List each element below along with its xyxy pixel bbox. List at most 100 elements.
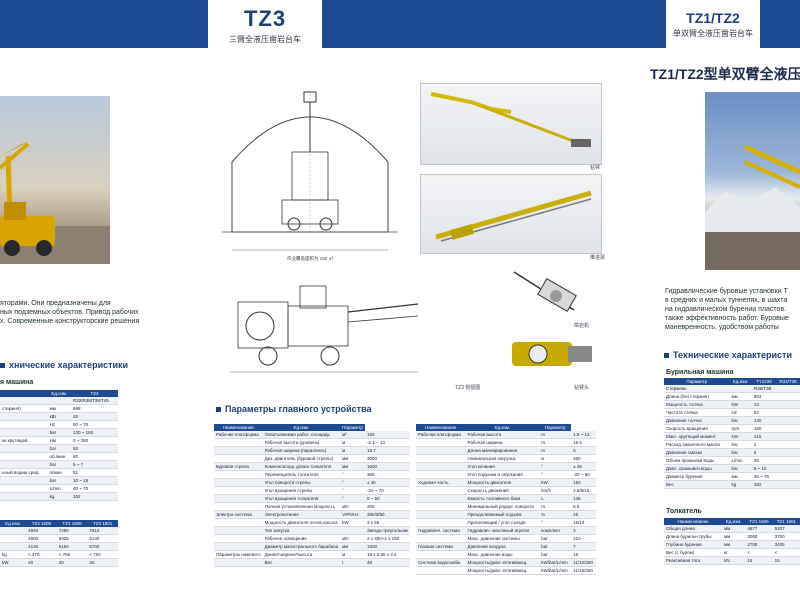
table-cell: ° — [340, 486, 365, 495]
table-cell: кВт — [47, 412, 72, 421]
table-cell: Угол качания — [465, 462, 540, 471]
table-cell: ° — [539, 518, 572, 527]
table-cell: 1.5 ~ 12 — [571, 431, 596, 439]
table-cell: м — [340, 446, 365, 455]
table-cell: 20 — [71, 412, 118, 421]
table-cell — [416, 462, 466, 471]
table-cell: 1500 — [364, 542, 411, 551]
table-cell — [0, 397, 48, 405]
table-cell: Длина бурильн.трубы — [664, 532, 723, 541]
table-cell: 15.7 — [364, 446, 411, 455]
table-cell: kg — [0, 550, 27, 559]
table-cell — [775, 464, 800, 473]
table-cell: 3080 — [745, 532, 773, 541]
table-cell: bar — [729, 440, 752, 449]
table-cell: bar — [47, 476, 72, 485]
table-cell: Рабочая высота — [465, 431, 540, 439]
table-cell — [214, 526, 263, 535]
table-cell: 50 — [71, 444, 118, 453]
table-cell: мм — [722, 540, 746, 549]
table-cell: Гидравлич. масляный агрегат — [465, 526, 540, 535]
table-cell: Объем промывки воды — [664, 456, 730, 465]
table-cell: ° — [539, 462, 572, 471]
table-cell — [416, 446, 466, 455]
table-cell: kg — [729, 480, 752, 489]
table-cell: 3 — [571, 526, 596, 535]
table-cell — [214, 518, 263, 527]
table-row: Угол поворота стрелы°± 45 — [214, 478, 411, 487]
table-cell: m — [539, 502, 572, 511]
table-cell: km/h — [539, 486, 572, 495]
table-cell: ± 45 — [364, 478, 411, 487]
table-cell: м — [340, 438, 365, 447]
table-cell: Рабочая платформа — [214, 431, 263, 439]
table-cell: L/min — [729, 456, 752, 465]
table-cell: ° — [340, 470, 365, 479]
table-cell: Угол подъема и опускания — [465, 470, 540, 479]
table-cell: % — [539, 510, 572, 519]
table-cell: 25 — [571, 510, 596, 519]
table-cell: 7280 — [56, 527, 88, 535]
table-cell: Охватываемая работ. площадь — [262, 431, 341, 439]
table-cell: 6130 — [87, 534, 118, 543]
table-cell: 2785 — [745, 540, 773, 549]
table-header-cell: Ед.изм. — [0, 520, 27, 527]
table-cell — [0, 452, 48, 461]
table-header-cell: Параметр — [340, 424, 365, 431]
table-header-cell: Параметр — [664, 378, 730, 385]
table-cell: bar — [729, 464, 752, 473]
table-header-cell: TZ1 1601 — [772, 518, 800, 525]
table-cell: Мощность двигателя основ.насоса — [262, 518, 341, 527]
table-cell — [0, 428, 48, 437]
table-cell: 15 — [745, 556, 773, 565]
table-cell: Макс. крутящий момент — [664, 432, 730, 441]
table-cell: Макс. давление воды — [465, 550, 540, 559]
table-cell: 152 — [71, 492, 118, 501]
table-cell: Рабочее освещение — [262, 534, 341, 543]
table-row: Вес (с буром)кг<< — [664, 548, 800, 557]
table-cell: кг — [539, 454, 572, 463]
table-cell — [775, 440, 800, 449]
table-cell: -2.1 ~ 13 — [364, 438, 411, 447]
table-cell: Ходовая часть — [416, 478, 466, 487]
table-cell: 5 ~ 7 — [71, 460, 118, 469]
table-row: Угол вращения толкателя°0 ~ 50 — [214, 494, 411, 503]
table-cell — [775, 432, 800, 441]
table-cell — [775, 392, 800, 401]
table-cell: мм — [722, 525, 746, 533]
table-cell: 145 — [571, 494, 596, 503]
table-cell: Общая длина — [664, 525, 723, 533]
boom-head-caption: 钻臂头 — [574, 385, 590, 391]
feeder-image — [420, 174, 602, 254]
table-cell: Расход смазочного масла — [664, 440, 730, 449]
table-cell: Скорость вращения — [664, 424, 730, 433]
table-cell — [416, 518, 466, 527]
table-cell: Мощность двигателя — [465, 478, 540, 487]
table-cell — [775, 472, 800, 481]
table-cell: 45 ~ 76 — [751, 472, 776, 481]
table-cell: rpm — [729, 424, 752, 433]
table-cell: л/мин — [47, 468, 72, 477]
table-cell: Рабочая платформа — [416, 431, 466, 439]
table-cell: мм — [47, 404, 72, 413]
table-header-cell: Наименование — [214, 424, 263, 431]
table-cell: ° — [340, 478, 365, 487]
table-cell: Длина маневрирования — [465, 446, 540, 455]
table-cell: 5160 — [56, 542, 88, 551]
table-cell: m — [539, 438, 572, 447]
table-header-cell: Ед.изм. — [47, 390, 72, 397]
table-cell: мм — [340, 542, 365, 551]
tab-code: TZ3 — [243, 6, 287, 31]
table-header-cell: Ед.изм. — [465, 424, 540, 431]
